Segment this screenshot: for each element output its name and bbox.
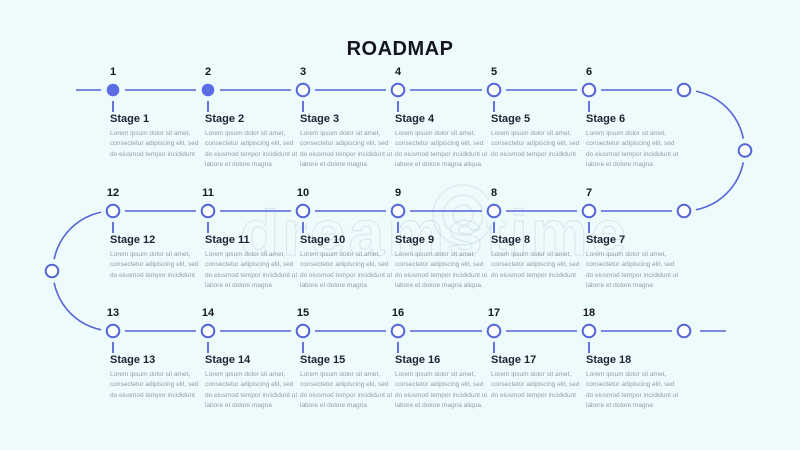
stage-description: Lorem ipsum dolor sit amet, consectetur … [300, 251, 393, 289]
stage-number: 18 [582, 307, 596, 319]
stage-title: Stage 8 [491, 234, 531, 246]
stage-dot [295, 82, 311, 98]
stage-number: 10 [296, 187, 310, 199]
stage-block: Stage 11 Lorem ipsum dolor sit amet, con… [205, 234, 299, 291]
stage-dot [295, 203, 311, 219]
stage-number: 15 [296, 307, 310, 319]
stage-number: 13 [106, 307, 120, 319]
stage-dot [200, 323, 216, 339]
stage-description: Lorem ipsum dolor sit amet, consectetur … [491, 251, 580, 279]
stage-number: 6 [585, 66, 593, 78]
stage-title: Stage 14 [205, 354, 251, 366]
stage-dots [44, 82, 753, 339]
stage-number: 8 [490, 187, 498, 199]
stage-dot [390, 82, 406, 98]
stage-block: Stage 16 Lorem ipsum dolor sit amet, con… [395, 354, 489, 411]
stage-title: Stage 1 [110, 113, 150, 125]
stage-title: Stage 13 [110, 354, 156, 366]
stage-title: Stage 16 [395, 354, 441, 366]
stage-title: Stage 10 [300, 234, 346, 246]
stage-number: 16 [391, 307, 405, 319]
stage-block: Stage 14 Lorem ipsum dolor sit amet, con… [205, 354, 299, 411]
stage-title: Stage 2 [205, 113, 245, 125]
stage-title: Stage 12 [110, 234, 156, 246]
connector-dot [676, 82, 692, 98]
stage-dot [486, 82, 502, 98]
stage-number: 1 [109, 66, 117, 78]
stage-description: Lorem ipsum dolor sit amet, consectetur … [395, 371, 488, 409]
stage-title: Stage 3 [300, 113, 340, 125]
stage-title: Stage 17 [491, 354, 537, 366]
stage-description: Lorem ipsum dolor sit amet, consectetur … [586, 130, 679, 168]
stage-block: Stage 6 Lorem ipsum dolor sit amet, cons… [586, 113, 680, 170]
stage-number: 2 [204, 66, 212, 78]
stage-block: Stage 1 Lorem ipsum dolor sit amet, cons… [110, 113, 204, 160]
stage-block: Stage 10 Lorem ipsum dolor sit amet, con… [300, 234, 394, 291]
stage-block: Stage 15 Lorem ipsum dolor sit amet, con… [300, 354, 394, 411]
stage-description: Lorem ipsum dolor sit amet, consectetur … [586, 371, 679, 409]
stage-title: Stage 11 [205, 234, 250, 246]
stage-dot [581, 82, 597, 98]
stage-dot [486, 203, 502, 219]
connector-dot [44, 263, 60, 279]
stage-dot [390, 323, 406, 339]
stage-description: Lorem ipsum dolor sit amet, consectetur … [110, 251, 199, 279]
stage-description: Lorem ipsum dolor sit amet, consectetur … [395, 251, 488, 289]
connector-dot [737, 143, 753, 158]
stage-description: Lorem ipsum dolor sit amet, consectetur … [110, 371, 199, 399]
stage-description: Lorem ipsum dolor sit amet, consectetur … [586, 251, 679, 289]
stage-block: Stage 8 Lorem ipsum dolor sit amet, cons… [491, 234, 585, 281]
stage-block: Stage 17 Lorem ipsum dolor sit amet, con… [491, 354, 585, 401]
stage-block: Stage 12 Lorem ipsum dolor sit amet, con… [110, 234, 204, 281]
page-title: ROADMAP [346, 38, 454, 60]
stage-dot [486, 323, 502, 339]
stage-title: Stage 5 [491, 113, 531, 125]
stage-title: Stage 15 [300, 354, 346, 366]
stage-block: Stage 4 Lorem ipsum dolor sit amet, cons… [395, 113, 489, 170]
stage-title: Stage 7 [586, 234, 626, 246]
stage-description: Lorem ipsum dolor sit amet, consectetur … [300, 130, 393, 168]
stage-dot [390, 203, 406, 219]
stage-block: Stage 5 Lorem ipsum dolor sit amet, cons… [491, 113, 585, 160]
stage-block: Stage 3 Lorem ipsum dolor sit amet, cons… [300, 113, 394, 170]
stage-ticks [112, 101, 590, 353]
connector-dot [676, 323, 692, 339]
stage-title: Stage 6 [586, 113, 626, 125]
stage-number: 17 [487, 307, 501, 319]
stage-title: Stage 9 [395, 234, 435, 246]
stage-title: Stage 4 [395, 113, 435, 125]
stage-block: Stage 9 Lorem ipsum dolor sit amet, cons… [395, 234, 489, 291]
stage-title: Stage 18 [586, 354, 632, 366]
stage-number: 9 [394, 187, 402, 199]
stage-dot-filled [106, 83, 120, 97]
stage-block: Stage 2 Lorem ipsum dolor sit amet, cons… [205, 113, 299, 170]
stage-description: Lorem ipsum dolor sit amet, consectetur … [205, 130, 298, 168]
stage-number: 14 [201, 307, 215, 319]
stage-block: Stage 7 Lorem ipsum dolor sit amet, cons… [586, 234, 680, 291]
stage-block: Stage 13 Lorem ipsum dolor sit amet, con… [110, 354, 204, 401]
stage-dot [295, 323, 311, 339]
stage-dot [200, 203, 216, 219]
stage-number: 11 [202, 187, 214, 199]
stage-number: 5 [490, 66, 498, 78]
connector-dot [676, 203, 692, 219]
stage-dot [105, 203, 121, 219]
stage-number: 7 [585, 187, 593, 199]
stage-number: 12 [106, 187, 120, 199]
stage-description: Lorem ipsum dolor sit amet, consectetur … [205, 251, 298, 289]
stage-block: Stage 18 Lorem ipsum dolor sit amet, con… [586, 354, 680, 411]
stage-description: Lorem ipsum dolor sit amet, consectetur … [110, 130, 199, 158]
stage-description: Lorem ipsum dolor sit amet, consectetur … [491, 130, 580, 158]
stage-description: Lorem ipsum dolor sit amet, consectetur … [395, 130, 488, 168]
stage-dot [581, 203, 597, 219]
stage-number: 4 [394, 66, 402, 78]
stage-description: Lorem ipsum dolor sit amet, consectetur … [491, 371, 580, 399]
stage-description: Lorem ipsum dolor sit amet, consectetur … [300, 371, 393, 409]
stage-description: Lorem ipsum dolor sit amet, consectetur … [205, 371, 298, 409]
stage-dot-filled [201, 83, 215, 97]
stage-number: 3 [299, 66, 307, 78]
stage-dot [105, 323, 121, 339]
stage-dot [581, 323, 597, 339]
